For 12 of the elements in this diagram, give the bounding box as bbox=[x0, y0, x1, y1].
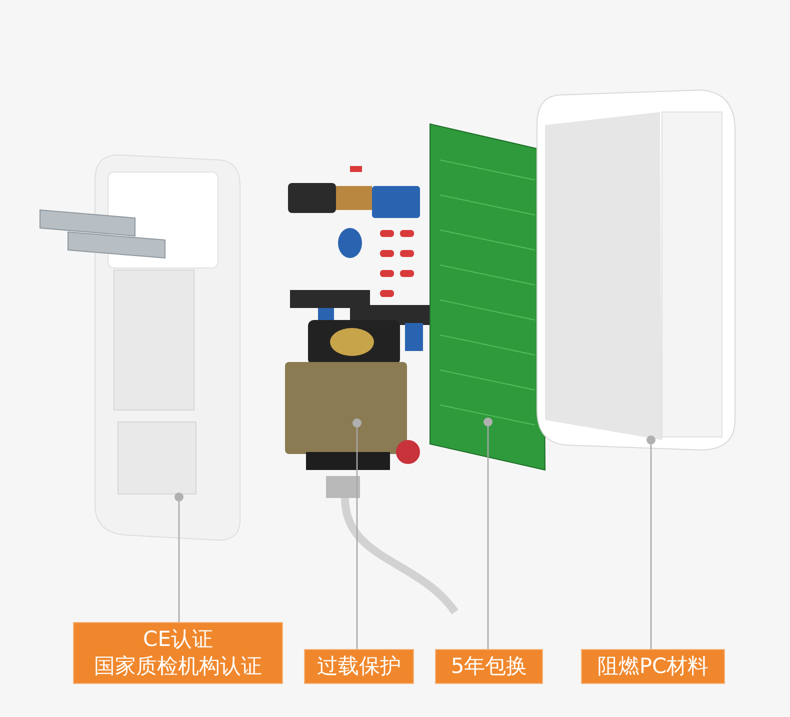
callout-label: 5年包换 bbox=[435, 649, 543, 684]
housing-cover-drawing bbox=[536, 90, 736, 450]
leader-line bbox=[174, 492, 184, 622]
transformer-drawing bbox=[285, 320, 420, 470]
leader-line bbox=[352, 418, 362, 649]
leader-line bbox=[484, 418, 492, 649]
wall-plate-drawing bbox=[40, 154, 240, 541]
callout-label: CE认证 国家质检机构认证 bbox=[73, 622, 283, 684]
leader-line bbox=[646, 436, 656, 649]
circuit-board-drawing bbox=[430, 123, 546, 471]
callout-label: 阻燃PC材料 bbox=[581, 649, 725, 684]
callout-label: 过载保护 bbox=[304, 649, 414, 684]
